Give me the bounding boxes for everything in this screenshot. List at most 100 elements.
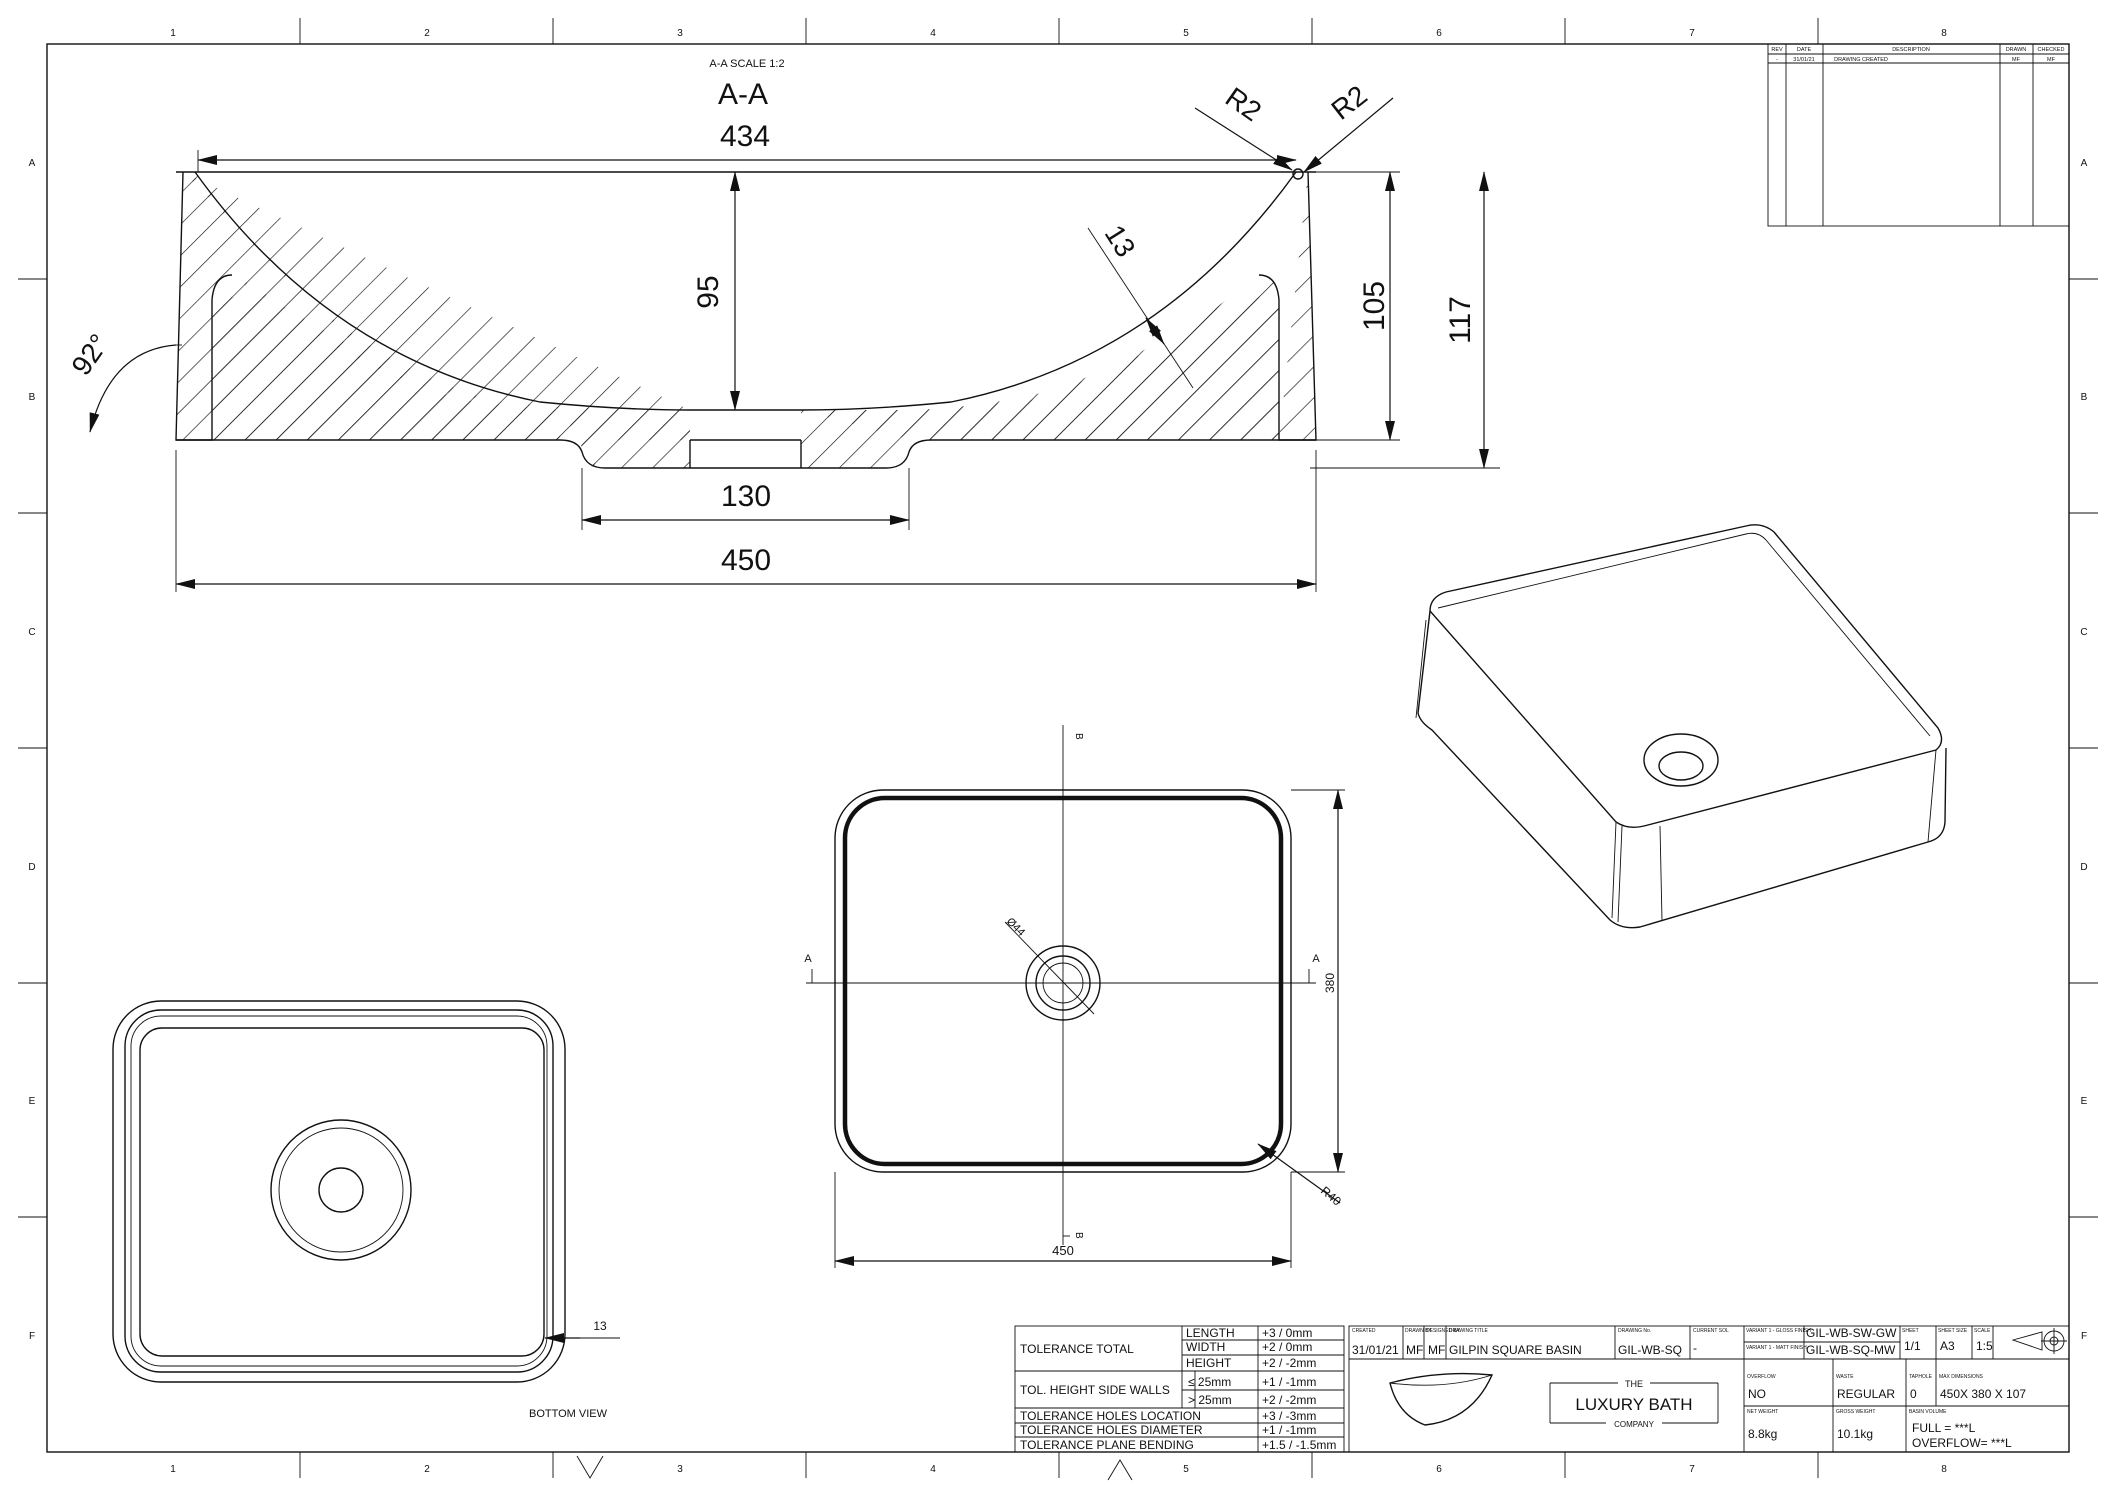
- tb-header-overflow: OVERFLOW: [1747, 1374, 1776, 1380]
- rev-header-checked: CHECKED: [2038, 47, 2065, 53]
- tb-sheet-size: A3: [1940, 1339, 1955, 1353]
- logo-the: THE: [1625, 1379, 1643, 1389]
- tb-header-current-sol: CURRENT SOL: [1693, 1328, 1729, 1334]
- rev-header-description: DESCRIPTION: [1892, 47, 1930, 53]
- tb-variant-matt: GIL-WB-SQ-MW: [1806, 1343, 1896, 1357]
- tol-length-label: LENGTH: [1186, 1326, 1235, 1340]
- dim-r40: R40: [1318, 1184, 1344, 1209]
- section-marker-a-right: A: [1312, 953, 1320, 965]
- col-label-1: 1: [170, 28, 176, 39]
- tol-length-value: +3 / 0mm: [1262, 1326, 1312, 1340]
- rev-header-rev: REV: [1771, 47, 1783, 53]
- col-label-bottom-6: 6: [1436, 1464, 1442, 1475]
- tb-variant-gloss: GIL-WB-SW-GW: [1806, 1326, 1897, 1340]
- rev-header-date: DATE: [1797, 47, 1812, 53]
- tb-header-sheet-size: SHEET SIZE: [1938, 1328, 1968, 1334]
- tol-holes-location-label: TOLERANCE HOLES LOCATION: [1020, 1409, 1201, 1423]
- section-marker-b-bottom: B: [1073, 1232, 1084, 1239]
- row-label-right-c: C: [2080, 627, 2087, 638]
- section-view-a-a: A-A SCALE 1:2 A-A 434 95: [65, 58, 1500, 592]
- dim-r2-b: R2: [1326, 79, 1373, 125]
- row-label-right-a: A: [2081, 158, 2088, 169]
- tb-drawn-by: MF: [1406, 1343, 1423, 1357]
- bottom-view-label: BOTTOM VIEW: [529, 1408, 608, 1420]
- col-label-7: 7: [1689, 28, 1695, 39]
- tb-drawing-no: GIL-WB-SQ: [1618, 1343, 1682, 1357]
- tb-header-gross-weight: GROSS WEIGHT: [1836, 1409, 1875, 1415]
- col-label-2: 2: [424, 28, 430, 39]
- dim-380: 380: [1323, 973, 1337, 993]
- title-block: CREATED DRAWN BY DESIGNED BY DRAWING TIT…: [1348, 1325, 2070, 1453]
- rev-row-description: DRAWING CREATED: [1834, 57, 1888, 63]
- rev-row-checked: MF: [2047, 57, 2056, 63]
- tb-sheet: 1/1: [1904, 1339, 1921, 1353]
- tol-width-value: +2 / 0mm: [1262, 1340, 1312, 1354]
- dim-95: 95: [692, 275, 725, 308]
- tb-header-waste: WASTE: [1836, 1374, 1854, 1380]
- tb-header-drawn-by: DRAWN BY: [1405, 1328, 1432, 1334]
- bottom-view: 13 BOTTOM VIEW: [112, 1000, 620, 1420]
- row-label-a: A: [29, 158, 36, 169]
- tol-side-walls-gt25-value: +2 / -2mm: [1262, 1393, 1316, 1407]
- col-label-4: 4: [930, 28, 936, 39]
- logo-name: LUXURY BATH: [1575, 1395, 1692, 1414]
- tb-header-drawing-no: DRAWING No.: [1618, 1328, 1651, 1334]
- row-label-c: C: [28, 627, 35, 638]
- tb-header-drawing-title: DRAWING TITLE: [1449, 1328, 1489, 1334]
- tb-volume-full: FULL = ***L: [1912, 1421, 1976, 1435]
- dim-105: 105: [1358, 281, 1391, 331]
- tb-waste: REGULAR: [1837, 1387, 1895, 1401]
- tol-side-walls-le25-value: +1 / -1mm: [1262, 1375, 1316, 1389]
- rev-header-drawn: DRAWN: [2006, 47, 2027, 53]
- tol-total-label: TOLERANCE TOTAL: [1020, 1342, 1134, 1356]
- tol-side-walls-gt25: > 25mm: [1188, 1393, 1232, 1407]
- dim-92-degree: 92°: [65, 328, 115, 380]
- rev-row-date: 31/01/21: [1793, 57, 1814, 63]
- col-label-bottom-2: 2: [424, 1464, 430, 1475]
- tb-created: 31/01/21: [1352, 1343, 1399, 1357]
- dim-130: 130: [721, 480, 771, 513]
- tb-header-designed-by: DESIGNED BY: [1426, 1328, 1461, 1334]
- tb-volume-overflow: OVERFLOW= ***L: [1912, 1436, 2012, 1450]
- tb-title: GILPIN SQUARE BASIN: [1449, 1343, 1582, 1357]
- tb-header-max-dimensions: MAX DIMENSIONS: [1939, 1374, 1984, 1380]
- tb-scale: 1:5: [1976, 1339, 1993, 1353]
- row-label-right-d: D: [2080, 862, 2087, 873]
- tb-gross-weight: 10.1kg: [1837, 1427, 1873, 1441]
- revision-table: REV DATE DESCRIPTION DRAWN CHECKED - 31/…: [1767, 43, 2070, 227]
- dim-r2-a: R2: [1220, 81, 1267, 127]
- col-label-bottom-8: 8: [1941, 1464, 1947, 1475]
- tol-side-walls-le25: ≤ 25mm: [1188, 1375, 1231, 1389]
- tb-header-taphole: TAPHOLE: [1909, 1374, 1933, 1380]
- tolerance-table: TOLERANCE TOTAL LENGTH +3 / 0mm WIDTH +2…: [1014, 1325, 1345, 1453]
- section-scale-label: A-A SCALE 1:2: [709, 58, 784, 70]
- tb-current-sol: -: [1693, 1341, 1697, 1355]
- tb-net-weight: 8.8kg: [1748, 1427, 1777, 1441]
- rev-row-rev: -: [1776, 57, 1778, 63]
- dim-13-wall: 13: [1099, 220, 1142, 263]
- tol-plane-bending-value: +1.5 / -1.5mm: [1262, 1438, 1336, 1452]
- dim-450-section: 450: [721, 544, 771, 577]
- tb-tapholes: 0: [1910, 1387, 1917, 1401]
- section-marker-a-left: A: [804, 953, 812, 965]
- tol-side-walls-label: TOL. HEIGHT SIDE WALLS: [1020, 1383, 1170, 1397]
- row-label-right-e: E: [2081, 1096, 2088, 1107]
- logo-company: COMPANY: [1614, 1420, 1655, 1429]
- row-label-d: D: [28, 862, 35, 873]
- row-label-e: E: [29, 1096, 36, 1107]
- col-label-8: 8: [1941, 28, 1947, 39]
- tb-header-created: CREATED: [1352, 1328, 1376, 1334]
- col-label-5: 5: [1183, 28, 1189, 39]
- dim-117: 117: [1444, 296, 1477, 344]
- col-label-3: 3: [677, 28, 683, 39]
- projection-symbol: [2011, 1328, 2067, 1354]
- company-logo: THE LUXURY BATH COMPANY: [1549, 1378, 1719, 1429]
- dim-434: 434: [720, 120, 770, 153]
- tb-overflow: NO: [1748, 1387, 1766, 1401]
- dim-450-plan: 450: [1052, 1243, 1074, 1258]
- tb-header-variant-1: VARIANT 1 - GLOSS FINISH: [1746, 1328, 1811, 1334]
- tb-max-dimensions: 450X 380 X 107: [1940, 1387, 2026, 1401]
- plan-view: B B A A Ø44 380 450 R40: [804, 725, 1345, 1268]
- tb-header-variant-2: VARIANT 1 - MATT FINISH: [1746, 1345, 1807, 1351]
